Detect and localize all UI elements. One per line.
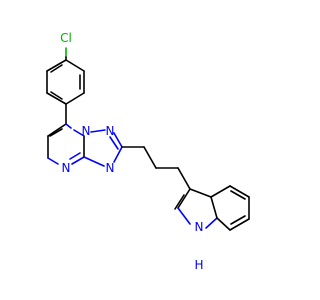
molecule-structure: Cl N N N N N H — [46, 31, 250, 272]
ring-n1-label: N — [82, 124, 91, 138]
ring-n3-label: N — [106, 161, 115, 175]
ring-n2-label: N — [106, 124, 115, 138]
ring-n4-label: N — [62, 161, 71, 175]
triazole-ring — [83, 129, 123, 167]
indole-group — [174, 185, 250, 231]
chlorophenyl-group — [46, 47, 85, 105]
chlorine-label: Cl — [60, 31, 72, 45]
indole-h-label: H — [194, 258, 203, 272]
indole-n-label: N — [195, 220, 204, 234]
molecule-canvas: Cl N N N N N H — [46, 31, 250, 272]
propyl-linker — [121, 146, 191, 190]
pyrimidine-ring — [47, 103, 85, 165]
